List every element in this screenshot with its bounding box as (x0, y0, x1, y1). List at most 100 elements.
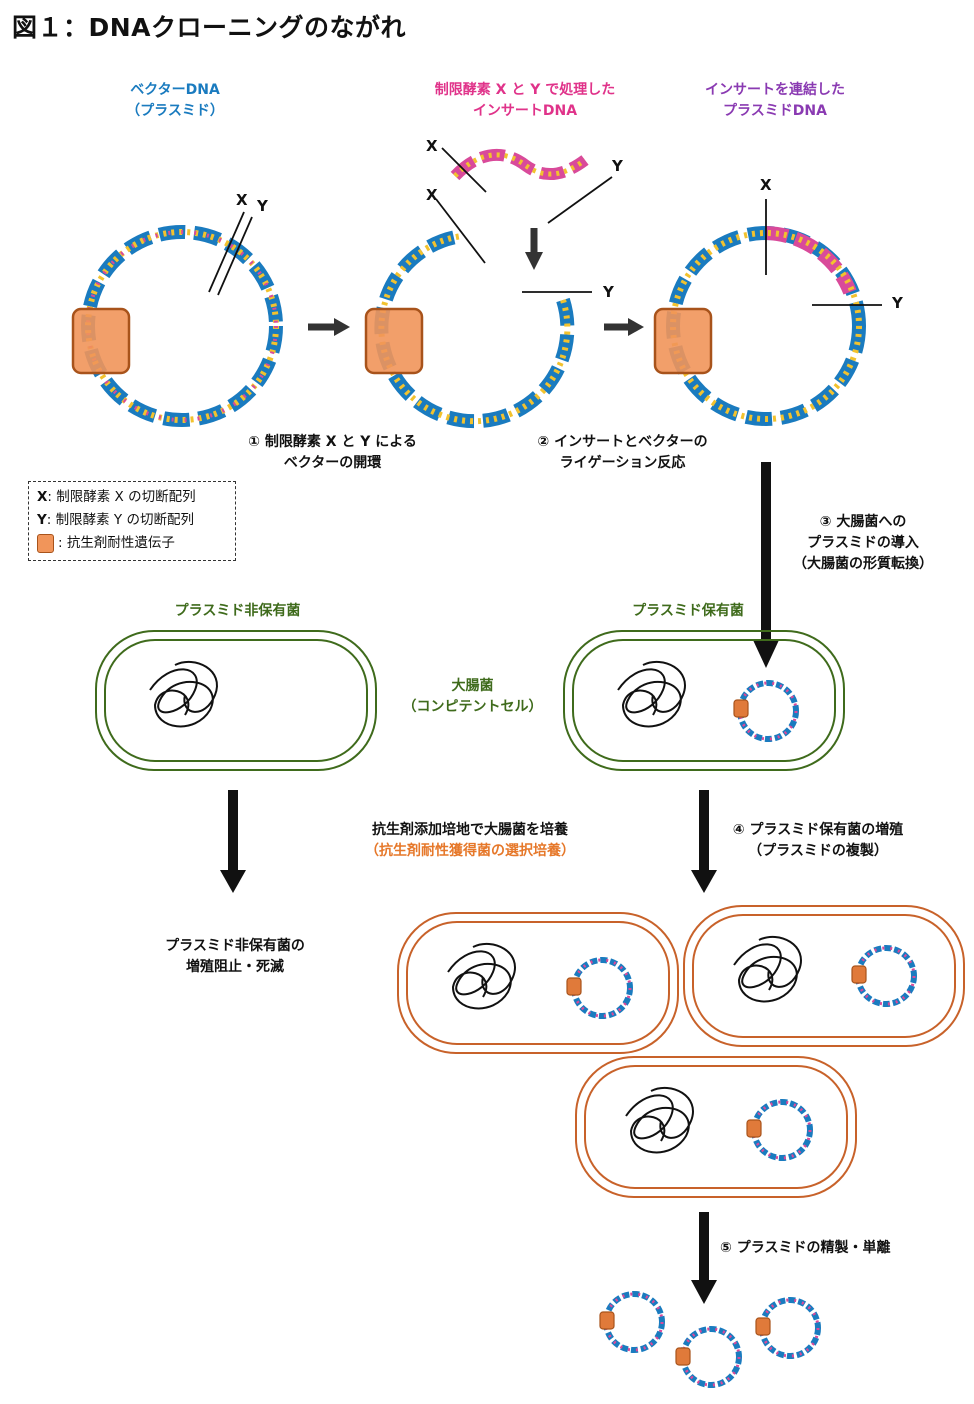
opened-base-pairs (378, 233, 571, 425)
resistance-gene-box (733, 699, 749, 718)
cell-inner-wall (104, 639, 368, 762)
cell-outer-wall (397, 912, 679, 1054)
vector-label-line1: ベクターDNA (130, 82, 220, 98)
open-cut-x (435, 198, 486, 264)
proliferated-cell (397, 912, 679, 1054)
step3-line2: プラスミドの導入 (807, 535, 919, 551)
step2-line1: ② インサートとベクターの (537, 434, 708, 450)
culture-line2: （抗生剤耐性獲得菌の選択培養） (365, 843, 575, 859)
cell-outer-wall (575, 1056, 857, 1198)
ligated-label-line1: インサートを連結した (705, 82, 845, 98)
open-x-label: X (426, 186, 438, 204)
legend-row-y: Y : 制限酵素 Y の切断配列 (37, 509, 227, 532)
insert-dna: X Y (426, 137, 624, 270)
arrow-step5-head (691, 1280, 717, 1304)
inhibit-label: プラスミド非保有菌の 増殖阻止・死滅 (145, 936, 325, 978)
chromosome-dna (149, 660, 218, 728)
inhibit-line2: 増殖阻止・死滅 (186, 959, 284, 975)
arrow-nonholder-down-head (220, 870, 246, 893)
cell-inner-wall (572, 639, 836, 762)
insert-base-pairs (453, 152, 587, 178)
step1-label: ① 制限酵素 X と Y による ベクターの開環 (225, 432, 440, 474)
culture-line1: 抗生剤添加培地で大腸菌を培養 (372, 822, 568, 838)
resistance-gene-box (755, 1317, 771, 1336)
cell-outer-wall (95, 630, 377, 771)
step1-line2: ベクターの開環 (283, 455, 382, 471)
cut-x-label: X (236, 191, 248, 209)
legend-gene-text: : 抗生剤耐性遺伝子 (58, 535, 175, 551)
resistance-gene-box (364, 307, 424, 375)
inhibit-line1: プラスミド非保有菌の (165, 938, 305, 954)
nonholder-label: プラスミド非保有菌 (174, 603, 301, 619)
proliferated-cell (575, 1056, 857, 1198)
insert-label-line1: 制限酵素 X と Y で処理した (434, 82, 616, 98)
culture-label: 抗生剤添加培地で大腸菌を培養 （抗生剤耐性獲得菌の選択培養） (345, 820, 595, 862)
resistance-gene-box (71, 307, 131, 375)
opened-plasmid: X Y (364, 186, 615, 429)
chromosome-dna (447, 942, 516, 1010)
insert-down-arrow-head (525, 252, 543, 270)
legend-box: X : 制限酵素 X の切断配列 Y : 制限酵素 Y の切断配列 : 抗生剤耐… (28, 481, 236, 561)
chromosome-dna (733, 935, 802, 1003)
step1-line1: ① 制限酵素 X と Y による (248, 434, 417, 450)
plasmid-small-bp (738, 681, 798, 741)
ligated-y-label: Y (891, 294, 904, 312)
ligated-label-line2: プラスミドDNA (723, 103, 827, 119)
insert-x-label: X (426, 137, 438, 155)
cut-line-x (208, 211, 245, 293)
step3-label: ③ 大腸菌への プラスミドの導入 （大腸菌の形質転換） (778, 512, 948, 575)
cell-holder (563, 630, 845, 771)
holder-label: プラスミド保有菌 (632, 603, 744, 619)
cut-line-y (217, 216, 253, 296)
chromosome-dna (617, 660, 686, 728)
ecoli-line2: （コンピテントセル） (402, 699, 543, 715)
step4-label: ④ プラスミド保有菌の増殖 （プラスミドの複製） (718, 820, 918, 862)
plasmid-small-bp (760, 1298, 820, 1358)
ligated-x-label: X (760, 176, 772, 194)
arrow-step1-head (334, 318, 350, 336)
resistance-gene-box (653, 307, 713, 375)
step2-label: ② インサートとベクターの ライゲーション反応 (515, 432, 730, 474)
resistance-gene-swatch (37, 534, 54, 553)
plasmid-small-bp (856, 946, 916, 1006)
step5-label: ⑤ プラスミドの精製・単離 (720, 1240, 891, 1256)
insert-y-label: Y (611, 157, 624, 175)
cell-outer-wall (683, 905, 965, 1047)
plasmid-small-bp (681, 1327, 741, 1387)
resistance-gene-box (851, 965, 867, 984)
step3-line1: ③ 大腸菌への (819, 514, 907, 530)
ligated-base-pairs (670, 230, 862, 422)
cell-inner-wall (692, 914, 956, 1038)
insert-cut-y (547, 176, 613, 224)
ligated-plasmid: X Y (653, 176, 904, 426)
vector-plasmid: X Y (71, 191, 283, 427)
insert-label-line2: インサートDNA (472, 103, 578, 119)
legend-x-key: X (37, 489, 48, 505)
legend-y-key: Y (37, 512, 47, 528)
plasmid-small-bp (752, 1100, 812, 1160)
legend-y-text: : 制限酵素 Y の切断配列 (46, 512, 194, 528)
legend-row-x: X : 制限酵素 X の切断配列 (37, 486, 227, 509)
purified-plasmid (755, 1297, 821, 1359)
ecoli-label: 大腸菌 （コンピテントセル） (385, 676, 560, 718)
vector-label: ベクターDNA （プラスミド） (100, 80, 250, 122)
insert-strand (450, 148, 589, 181)
proliferated-cell (683, 905, 965, 1047)
legend-x-text: : 制限酵素 X の切断配列 (47, 489, 196, 505)
figure-title: 図１：DNAクローニングのながれ (12, 13, 407, 42)
step4-line2: （プラスミドの複製） (748, 843, 888, 859)
cell-outer-wall (563, 630, 845, 771)
resistance-gene-box (599, 1311, 615, 1330)
insert-label: 制限酵素 X と Y で処理した インサートDNA (405, 80, 645, 122)
purified-plasmid (675, 1326, 742, 1388)
resistance-gene-box (675, 1347, 691, 1366)
ecoli-line1: 大腸菌 (451, 678, 494, 694)
legend-row-gene: : 抗生剤耐性遺伝子 (37, 532, 227, 555)
chromosome-dna (625, 1086, 694, 1154)
arrow-step4-head (691, 870, 717, 893)
vector-label-line2: （プラスミド） (126, 103, 224, 119)
cell-inner-wall (584, 1065, 848, 1189)
step4-line1: ④ プラスミド保有菌の増殖 (732, 822, 904, 838)
step2-line2: ライゲーション反応 (559, 455, 686, 471)
